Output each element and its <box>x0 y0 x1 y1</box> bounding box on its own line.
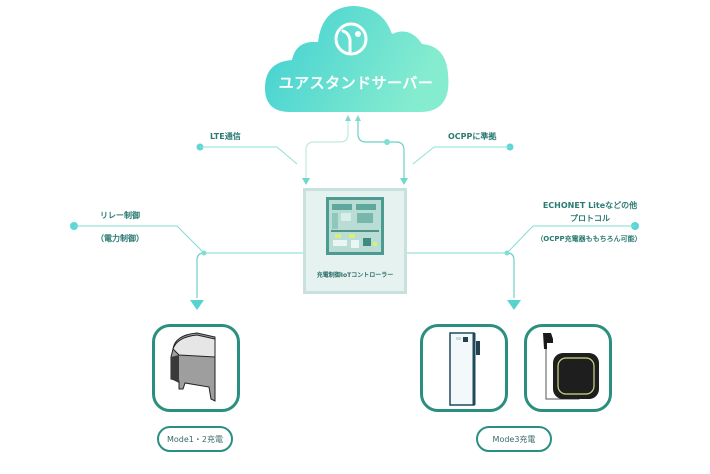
ocpp-connector <box>412 143 514 165</box>
mode12-outlet-card <box>152 324 240 412</box>
relay-sublabel: （電力制御） <box>96 234 144 243</box>
lte-label: LTE通信 <box>210 132 241 141</box>
cloud-title: ユアスタンドサーバー <box>278 74 434 92</box>
controller-label: 充電制御IoTコントローラー <box>316 272 394 279</box>
relay-connector <box>70 222 303 310</box>
mode3-charger-stand-card <box>420 324 508 412</box>
iot-controller: 充電制御IoTコントローラー <box>303 188 407 294</box>
mode3-badge: Mode3充電 <box>476 426 552 452</box>
uplink-arrow <box>302 115 351 185</box>
controller-board-icon <box>326 197 384 255</box>
echonet-label-protocol: プロトコル <box>570 214 610 223</box>
mode12-badge: Mode1・2充電 <box>157 426 233 452</box>
downlink-arrow <box>355 115 408 185</box>
cloud-shape <box>265 6 449 112</box>
echonet-sublabel: （OCPP充電器ももちろん可能） <box>536 235 642 243</box>
wall-charger-icon <box>543 333 599 400</box>
relay-label: リレー制御 <box>100 211 140 220</box>
ocpp-label: OCPPに準拠 <box>448 132 497 141</box>
mode3-wall-charger-card <box>524 324 612 412</box>
lte-connector <box>196 143 298 165</box>
echonet-label: ECHONET Liteなどの他 <box>542 201 638 210</box>
yourstand-logo-icon <box>334 22 368 56</box>
echonet-connector <box>407 222 639 310</box>
outlet-cover-icon <box>170 332 216 402</box>
charger-stand-icon <box>449 332 480 406</box>
